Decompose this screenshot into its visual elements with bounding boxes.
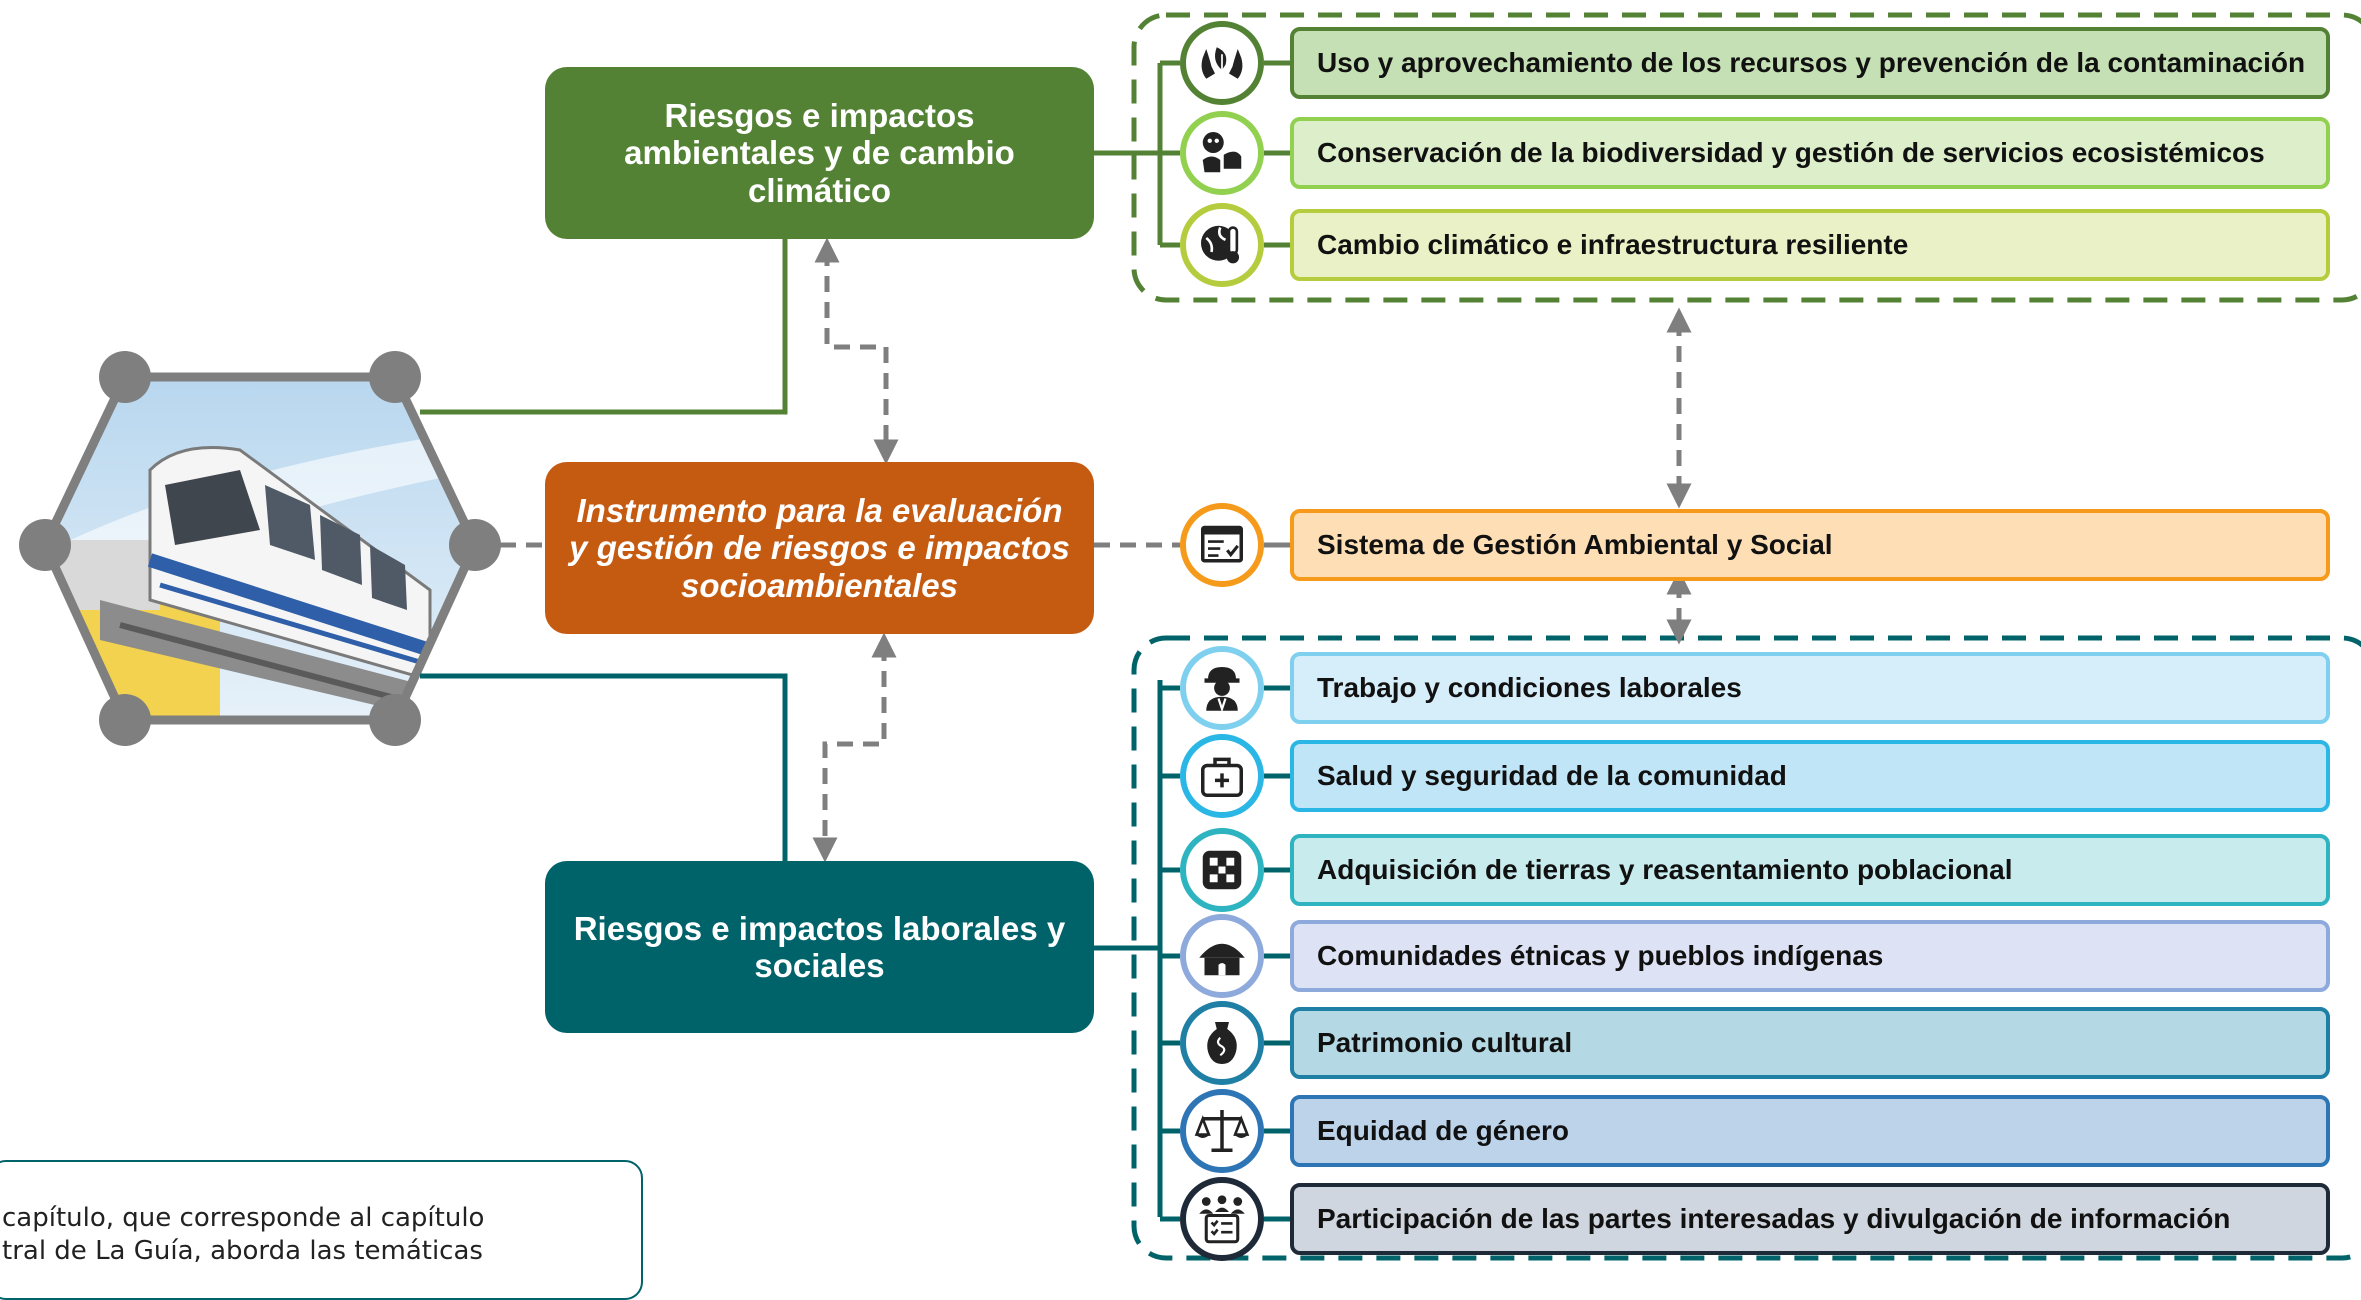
environmental-item-2: Conservación de la biodiversidad y gesti… — [1290, 117, 2330, 189]
instrument-box: Instrumento para la evaluación y gestión… — [545, 462, 1094, 634]
hands-leaf-icon — [1180, 21, 1264, 105]
social-risks-title: Riesgos e impactos laborales y sociales — [573, 909, 1066, 984]
hexagon-vertex-dot — [19, 519, 71, 571]
chapter-note-box: capítulo, que corresponde al capítulo tr… — [0, 1160, 643, 1300]
hexagon-vertex-dot — [369, 694, 421, 746]
vase-icon — [1180, 1001, 1264, 1085]
environmental-risks-box: Riesgos e impactos ambientales y de camb… — [545, 67, 1094, 239]
environmental-item-3: Cambio climático e infraestructura resil… — [1290, 209, 2330, 281]
hut-icon — [1180, 914, 1264, 998]
environmental-item-label: Conservación de la biodiversidad y gesti… — [1317, 137, 2265, 168]
environmental-item-1: Uso y aprovechamiento de los recursos y … — [1290, 27, 2330, 99]
environmental-item-label: Cambio climático e infraestructura resil… — [1317, 229, 1909, 260]
balance-scale-icon — [1180, 1089, 1264, 1173]
management-item-label: Sistema de Gestión Ambiental y Social — [1317, 529, 1833, 560]
social-group-frame — [1131, 635, 2361, 1261]
social-item-label: Equidad de género — [1317, 1115, 1570, 1146]
social-item-4: Comunidades étnicas y pueblos indígenas — [1290, 920, 2330, 992]
diagram-canvas: Riesgos e impactos ambientales y de camb… — [0, 12, 2361, 1300]
worker-icon — [1180, 646, 1264, 730]
land-parcels-icon — [1180, 828, 1264, 912]
social-item-label: Comunidades étnicas y pueblos indígenas — [1317, 940, 1884, 971]
social-item-label: Participación de las partes interesadas … — [1317, 1203, 2231, 1234]
first-aid-kit-icon — [1180, 734, 1264, 818]
social-risks-box: Riesgos e impactos laborales y sociales — [545, 861, 1094, 1033]
hexagon-vertex-dot — [369, 351, 421, 403]
social-item-label: Adquisición de tierras y reasentamiento … — [1317, 854, 2013, 885]
animals-icon — [1180, 111, 1264, 195]
social-item-1: Trabajo y condiciones laborales — [1290, 652, 2330, 724]
arrow-environmental-instrument — [814, 237, 899, 465]
chapter-note-text: capítulo, que corresponde al capítulo tr… — [2, 1203, 485, 1266]
social-item-6: Equidad de género — [1290, 1095, 2330, 1167]
social-item-7: Participación de las partes interesadas … — [1290, 1183, 2330, 1255]
social-item-label: Patrimonio cultural — [1317, 1027, 1573, 1058]
hexagon-vertex-dot — [99, 351, 151, 403]
environmental-risks-title: Riesgos e impactos ambientales y de camb… — [624, 97, 1015, 209]
arrow-instrument-social — [812, 632, 897, 863]
social-item-5: Patrimonio cultural — [1290, 1007, 2330, 1079]
checklist-window-icon — [1180, 503, 1264, 587]
hexagon-vertex-dot — [449, 519, 501, 571]
social-item-label: Salud y seguridad de la comunidad — [1317, 760, 1787, 791]
globe-thermometer-icon — [1180, 203, 1264, 287]
instrument-title: Instrumento para la evaluación y gestión… — [569, 492, 1070, 604]
connector-hexagon-social — [420, 673, 788, 861]
group-checklist-icon — [1180, 1177, 1264, 1261]
social-item-2: Salud y seguridad de la comunidad — [1290, 740, 2330, 812]
connector-hexagon-environmental — [420, 239, 788, 415]
connector-layer — [19, 12, 2361, 1261]
environmental-group-frame — [1131, 12, 2361, 303]
hexagon-vertex-dot — [99, 694, 151, 746]
social-item-3: Adquisición de tierras y reasentamiento … — [1290, 834, 2330, 906]
social-item-label: Trabajo y condiciones laborales — [1317, 672, 1742, 703]
management-item-1: Sistema de Gestión Ambiental y Social — [1290, 509, 2330, 581]
environmental-item-label: Uso y aprovechamiento de los recursos y … — [1317, 47, 2306, 78]
